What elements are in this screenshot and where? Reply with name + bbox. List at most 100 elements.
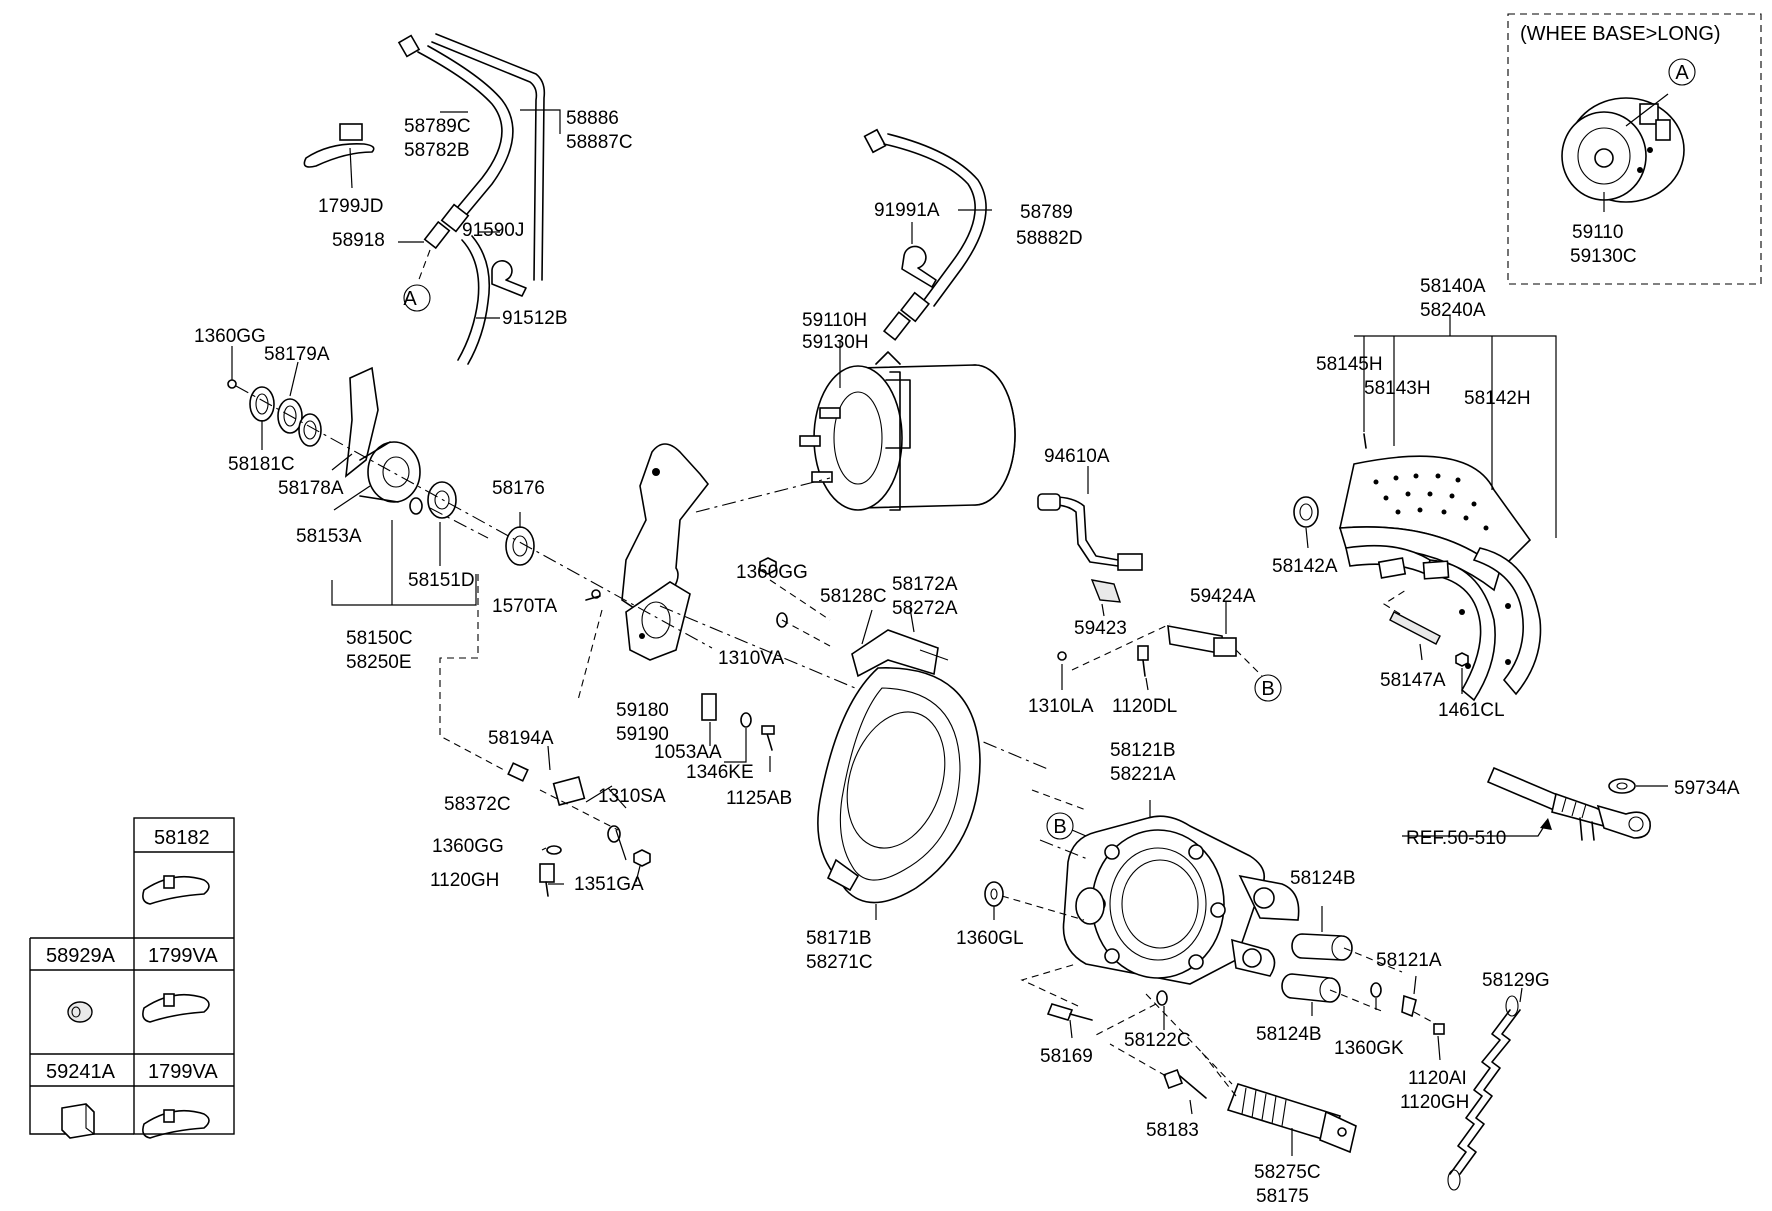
bolt-58169 — [1046, 1003, 1093, 1021]
label-91590J: 91590J — [462, 220, 524, 241]
label-58179A: 58179A — [264, 344, 330, 365]
label-59424A: 59424A — [1190, 586, 1256, 607]
marker-b2-circle — [1046, 812, 1074, 840]
label-1360GL: 1360GL — [956, 928, 1024, 949]
wheel-speed-sensor — [1037, 493, 1237, 677]
label-ref-50-510: REF.50-510 — [1406, 828, 1506, 849]
marker-b-spider: B — [1053, 816, 1066, 838]
label-1570TA: 1570TA — [492, 596, 557, 617]
label-58175: 58175 — [1256, 1186, 1309, 1207]
label-59423: 59423 — [1074, 618, 1127, 639]
slack-adjuster-bracket — [621, 443, 710, 661]
label-1461CL: 1461CL — [1438, 700, 1505, 721]
label-58121A: 58121A — [1376, 950, 1442, 971]
label-1053AA: 1053AA — [654, 742, 722, 763]
label-58250E: 58250E — [346, 652, 412, 673]
marker-a: A — [403, 288, 417, 310]
fastener-group-center-left — [507, 557, 788, 897]
label-94610A: 94610A — [1044, 446, 1110, 467]
label-58181C: 58181C — [228, 454, 295, 475]
label-1799JD: 1799JD — [318, 196, 384, 217]
marker-a-inset-circle — [1668, 58, 1696, 86]
label-59734A: 59734A — [1674, 778, 1740, 799]
label-91991A: 91991A — [874, 200, 940, 221]
label-59190: 59190 — [616, 724, 669, 745]
label-58124B-a: 58124B — [1290, 868, 1356, 889]
label-58789: 58789 — [1020, 202, 1073, 223]
label-1120GH-b: 1120GH — [1400, 1092, 1469, 1113]
label-58886: 58886 — [566, 108, 619, 129]
cable-tie-1799VA-icon — [142, 993, 210, 1023]
label-58140A: 58140A — [1420, 276, 1486, 297]
legend-59241A: 59241A — [46, 1061, 116, 1083]
label-58372C: 58372C — [444, 794, 511, 815]
marker-a-inset: A — [1675, 62, 1689, 84]
label-1310VA: 1310VA — [718, 648, 785, 669]
label-58782B: 58782B — [404, 140, 470, 161]
cable-tie-1799VA-2-icon — [142, 1109, 210, 1139]
tie-rod-end — [1486, 766, 1651, 841]
label-1310SA: 1310SA — [598, 786, 666, 807]
label-1360GG-a: 1360GG — [194, 326, 266, 347]
legend-1799VA: 1799VA — [148, 945, 218, 967]
hose-assembly-left — [303, 33, 546, 365]
inset-title: (WHEE BASE>LONG) — [1520, 23, 1721, 45]
label-59130C: 59130C — [1570, 246, 1637, 267]
label-1360GK: 1360GK — [1334, 1038, 1404, 1059]
anchor-pins-58124B — [1281, 933, 1353, 1003]
brake-chamber-59110H — [799, 351, 1016, 511]
label-1310LA: 1310LA — [1028, 696, 1094, 717]
label-58122C: 58122C — [1124, 1030, 1191, 1051]
brake-spider-58121B — [1062, 815, 1300, 985]
label-58240A: 58240A — [1420, 300, 1486, 321]
label-1120GH-a: 1120GH — [430, 870, 499, 891]
inset-frame — [1507, 13, 1762, 285]
label-58171B: 58171B — [806, 928, 872, 949]
label-58176: 58176 — [492, 478, 545, 499]
label-58918: 58918 — [332, 230, 385, 251]
callout-labels: 58789C 58782B 58886 58887C 1799JD 58918 … — [46, 23, 1740, 1207]
label-1125AB: 1125AB — [726, 788, 792, 809]
label-58147A: 58147A — [1380, 670, 1446, 691]
label-58172A: 58172A — [892, 574, 958, 595]
label-59180: 59180 — [616, 700, 669, 721]
label-91512B: 91512B — [502, 308, 568, 329]
label-58275C: 58275C — [1254, 1162, 1321, 1183]
label-58183: 58183 — [1146, 1120, 1199, 1141]
label-58124B-b: 58124B — [1256, 1024, 1322, 1045]
legend-58182: 58182 — [154, 827, 210, 849]
label-58121B: 58121B — [1110, 740, 1176, 761]
label-58272A: 58272A — [892, 598, 958, 619]
label-58271C: 58271C — [806, 952, 873, 973]
clip-59241A-icon — [61, 1103, 95, 1139]
label-58150C: 58150C — [346, 628, 413, 649]
label-58194A: 58194A — [488, 728, 554, 749]
label-58128C: 58128C — [820, 586, 887, 607]
hose-assembly-center — [863, 128, 987, 341]
label-59130H: 59130H — [802, 332, 869, 353]
label-58142A: 58142A — [1272, 556, 1338, 577]
legend-1799VA-2: 1799VA — [148, 1061, 218, 1083]
marker-b-circle — [1254, 674, 1282, 702]
label-58178A: 58178A — [278, 478, 344, 499]
legend-58929A: 58929A — [46, 945, 116, 967]
label-1346KE: 1346KE — [686, 762, 754, 783]
label-58221A: 58221A — [1110, 764, 1176, 785]
backing-plate-58171B — [817, 629, 981, 904]
label-58153A: 58153A — [296, 526, 362, 547]
marker-b: B — [1261, 678, 1274, 700]
label-58169: 58169 — [1040, 1046, 1093, 1067]
camshaft-58275C — [1226, 1083, 1357, 1154]
label-58143H: 58143H — [1364, 378, 1431, 399]
marker-a-circle — [403, 284, 431, 312]
label-1120DL: 1120DL — [1112, 696, 1177, 717]
label-58142H: 58142H — [1464, 388, 1531, 409]
label-58887C: 58887C — [566, 132, 633, 153]
label-58151D: 58151D — [408, 570, 475, 591]
label-59110H: 59110H — [802, 310, 867, 331]
label-58129G: 58129G — [1482, 970, 1550, 991]
label-58882D: 58882D — [1016, 228, 1083, 249]
label-1351GA: 1351GA — [574, 874, 644, 895]
label-1360GG-c: 1360GG — [432, 836, 504, 857]
